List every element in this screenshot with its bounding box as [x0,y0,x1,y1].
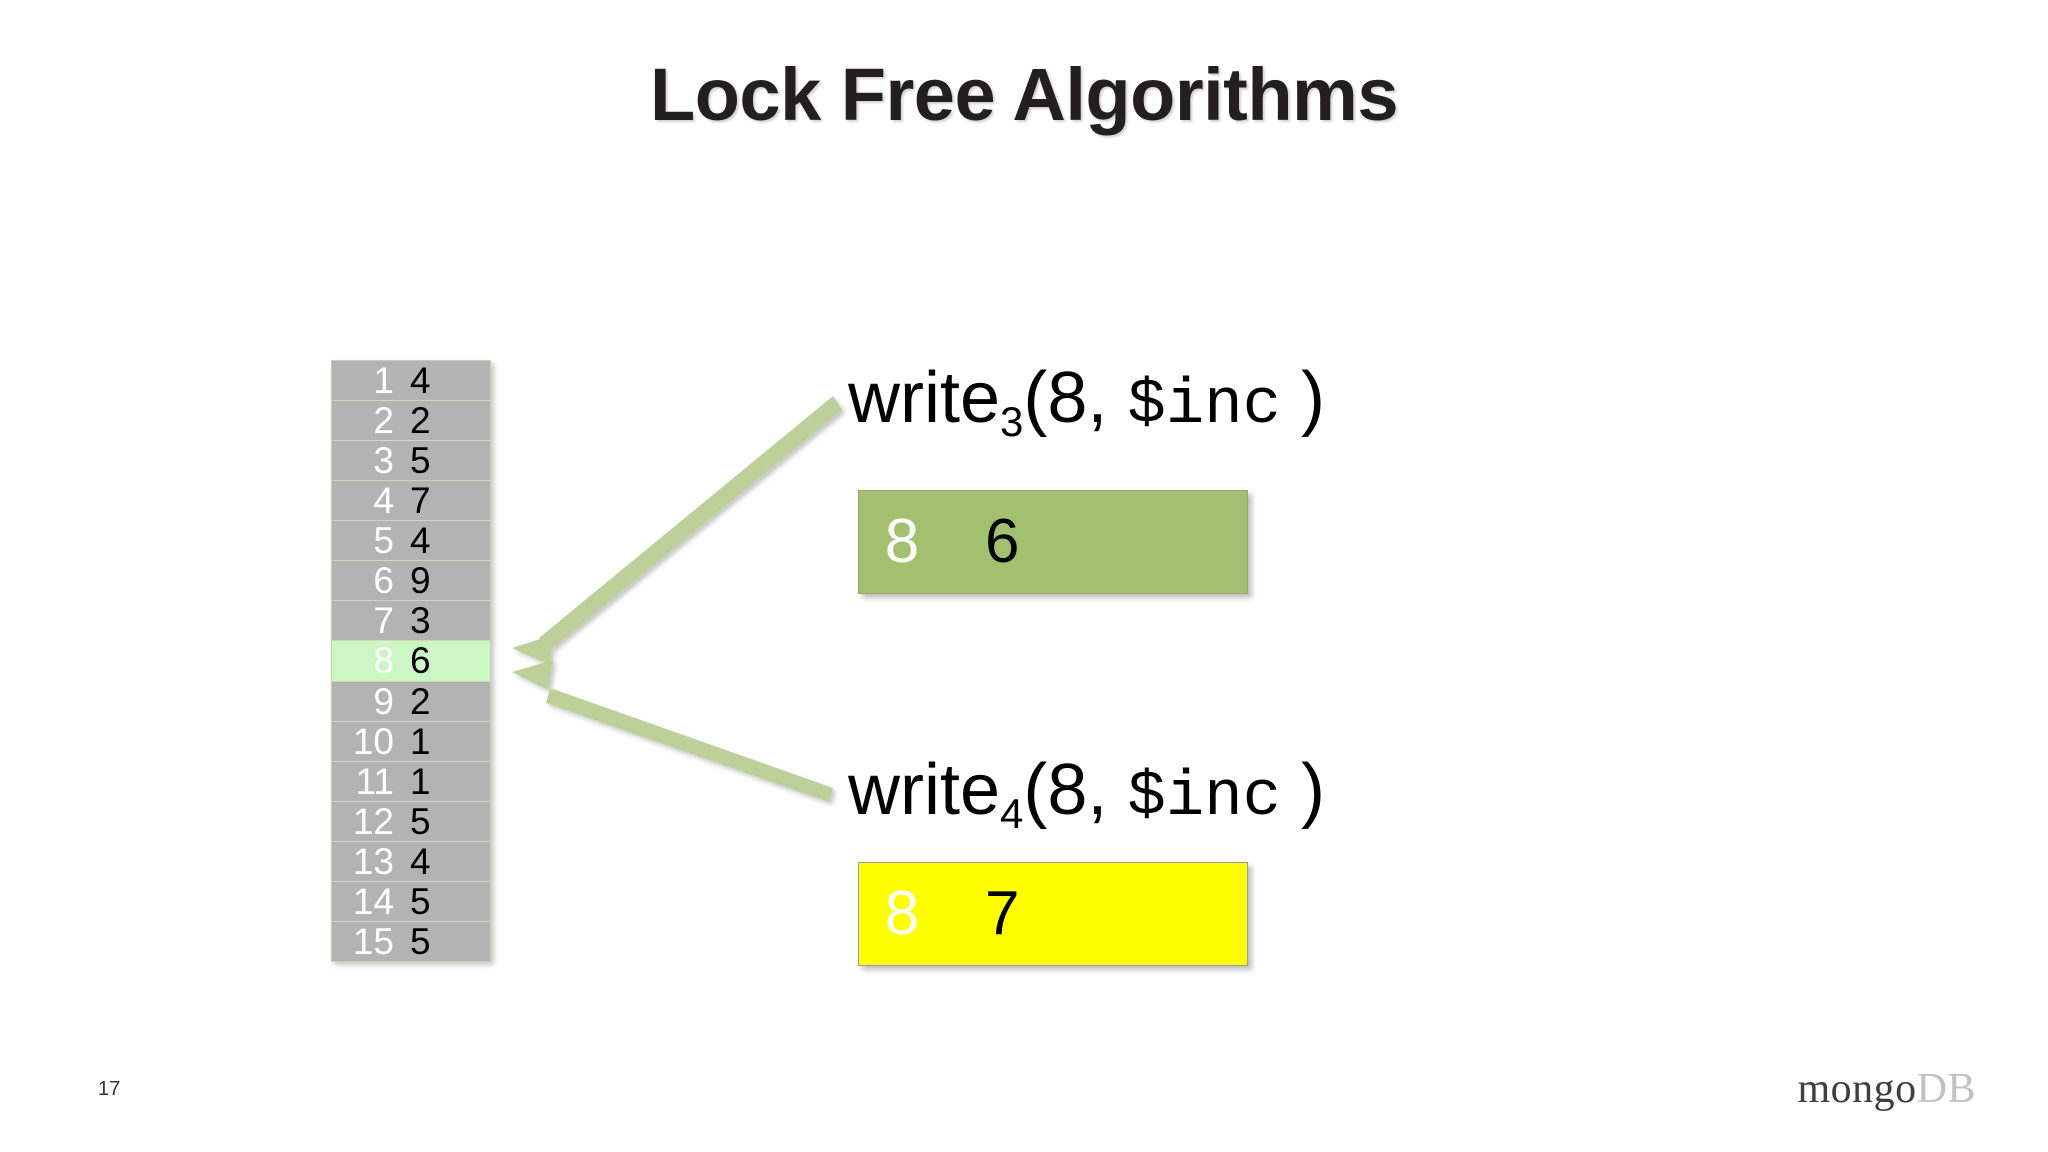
table-row: 2 2 [332,400,490,442]
write-args-open: (8, [1023,358,1128,438]
row-index: 12 [352,800,394,842]
row-index: 4 [373,480,394,522]
result-key: 8 [884,507,920,576]
table-row: 15 5 [332,920,490,962]
row-value: 2 [410,680,431,722]
table-row: 11 1 [332,760,490,802]
page-title: Lock Free Algorithms [650,53,1398,136]
row-value: 5 [410,440,431,482]
result-value: 6 [985,507,1020,576]
table-row: 7 3 [332,600,490,642]
table-row: 14 5 [332,880,490,922]
brand-secondary-text: DB [1916,1066,1976,1112]
row-value: 3 [410,600,431,642]
write-operation-3: write3(8, $inc ) [848,362,1325,443]
row-value: 5 [410,800,431,842]
result-box-yellow: 8 7 [858,862,1248,966]
row-value: 1 [410,760,431,802]
write-subscript: 3 [1000,398,1024,445]
write-label-prefix: write [848,750,1001,830]
table-row: 9 2 [332,680,490,722]
write-operator-arg: $inc [1127,762,1282,834]
row-index: 3 [373,440,394,482]
row-value: 5 [410,920,431,962]
table-row: 3 5 [332,440,490,482]
brand-primary-text: mongo [1797,1066,1917,1112]
row-index: 2 [373,400,394,442]
row-index: 9 [373,680,394,722]
row-value: 4 [410,360,431,402]
table-row: 4 7 [332,480,490,522]
write-args-close: ) [1281,750,1326,830]
row-index: 8 [373,640,394,682]
mongodb-logo: mongoDB [1797,1068,1976,1110]
arrow-to-row-lower [512,660,833,802]
table-row: 5 4 [332,520,490,562]
table-row: 12 5 [332,800,490,842]
page-number: 17 [98,1078,121,1100]
result-box-green: 8 6 [858,490,1248,594]
memory-array-table: 1 4 2 2 3 5 4 7 5 4 6 9 7 3 8 6 9 2 10 1… [331,360,491,962]
row-value: 9 [410,560,431,602]
write-args-close: ) [1281,358,1326,438]
table-row: 1 4 [332,360,490,402]
write-label-prefix: write [848,358,1001,438]
row-index: 10 [352,720,394,762]
write-subscript: 4 [1000,790,1024,837]
row-value: 7 [410,480,431,522]
row-index: 11 [355,760,394,802]
row-value: 2 [410,400,431,442]
write-args-open: (8, [1023,750,1128,830]
row-value: 5 [410,880,431,922]
row-index: 7 [373,600,394,642]
table-row: 6 9 [332,560,490,602]
row-value: 1 [410,720,431,762]
table-row: 10 1 [332,720,490,762]
row-index: 5 [373,520,394,562]
write-operator-arg: $inc [1127,370,1282,442]
row-value: 4 [410,520,431,562]
result-value: 7 [985,879,1020,948]
table-row-highlighted: 8 6 [332,640,490,682]
write-operation-4: write4(8, $inc ) [848,754,1325,835]
row-index: 1 [373,360,394,402]
row-value: 6 [410,640,431,682]
result-key: 8 [884,879,920,948]
row-index: 14 [352,880,394,922]
row-index: 6 [373,560,394,602]
row-value: 4 [410,840,431,882]
row-index: 15 [352,920,394,962]
arrow-to-row-upper [512,396,842,665]
table-row: 13 4 [332,840,490,882]
row-index: 13 [352,840,394,882]
